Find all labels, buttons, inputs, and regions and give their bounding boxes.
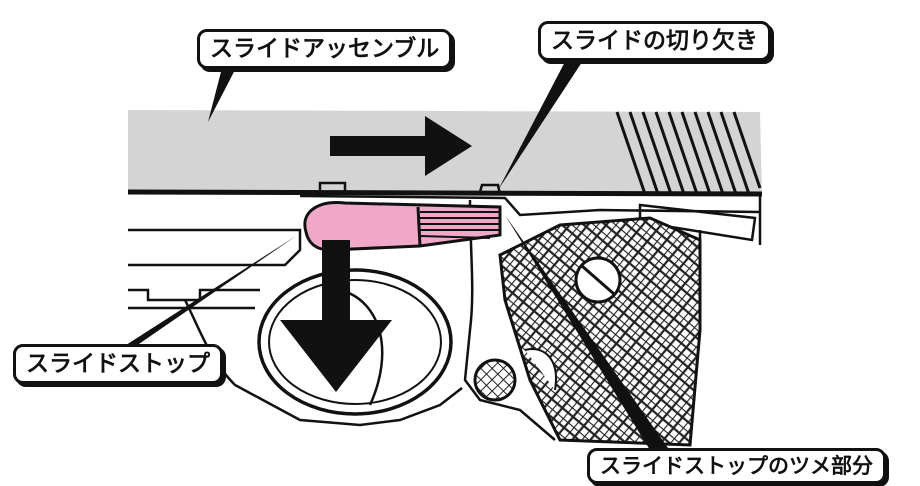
label-slide-stop-tab: スライドストップのツメ部分 — [587, 448, 886, 484]
label-slide-stop: スライドストップ — [13, 344, 223, 384]
magazine-release-button — [475, 360, 515, 400]
grip-screw — [576, 258, 620, 302]
slide-stop-direction-arrow — [280, 240, 392, 392]
label-slide-notch: スライドの切り欠き — [538, 21, 771, 61]
label-slide-assembly: スライドアッセンブル — [197, 29, 452, 69]
